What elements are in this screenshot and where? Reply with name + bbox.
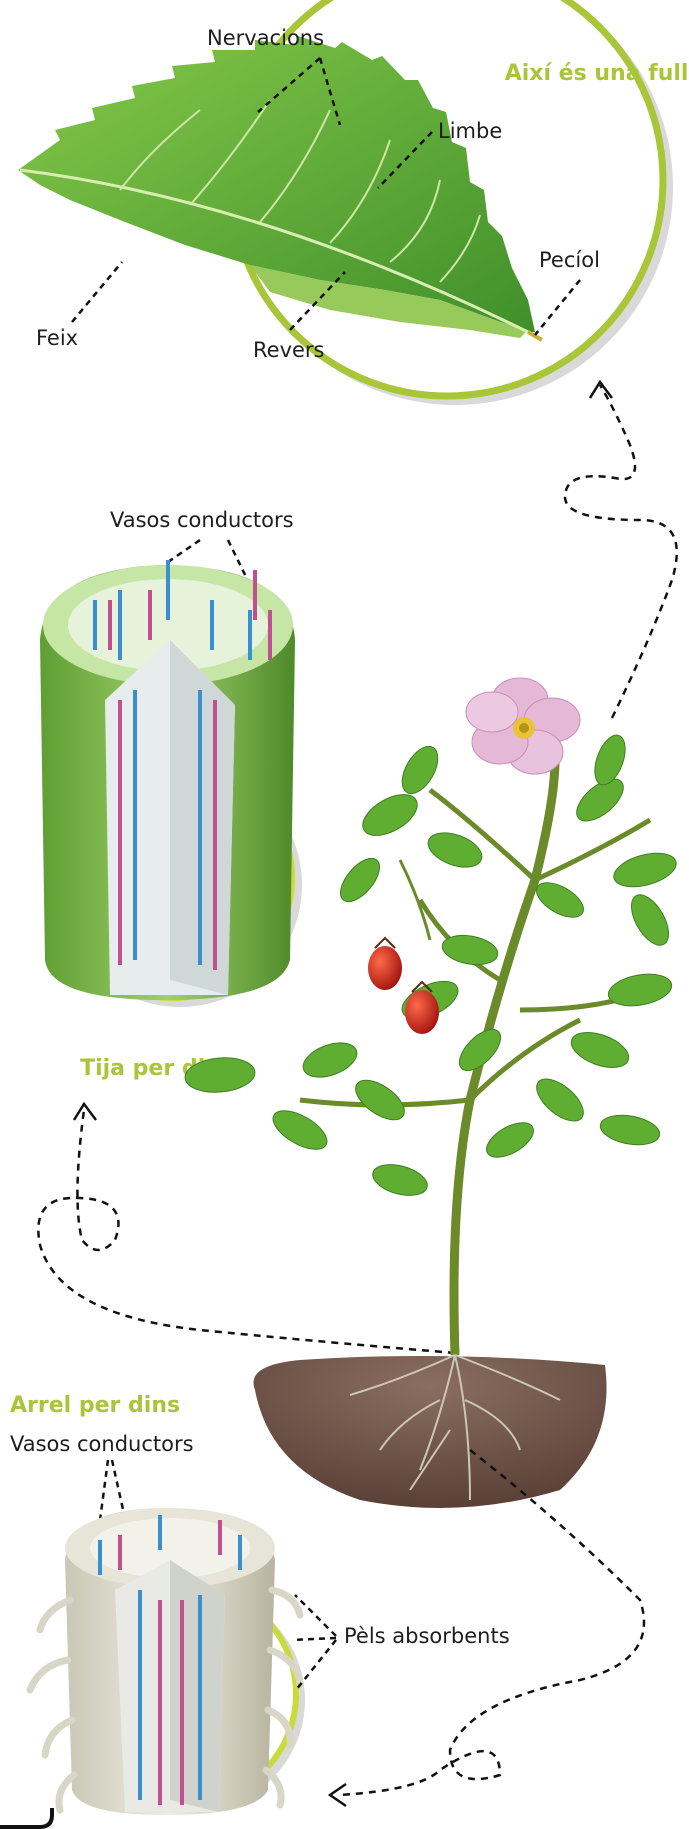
flow-arrow-to-stem [38,1104,455,1353]
soil-mound [253,1356,606,1508]
stem-label-vessels: Vasos conductors [110,508,294,532]
leaf-section: Així és una fulla Nervacions Limbe Pecío… [18,0,689,405]
label-limbe: Limbe [438,119,502,143]
label-feix: Feix [36,326,78,350]
pointer-feix [72,262,122,322]
stem-cross-section [40,560,295,1000]
flow-arrow-to-leaf [565,382,677,718]
leaf-title: Així és una fulla [505,61,689,86]
arrowhead-stem [74,1104,96,1120]
pointer-root-vessels-1 [100,1460,108,1520]
label-peciol: Pecíol [539,248,600,272]
frame-corner [0,1808,52,1827]
root-cross-section [30,1508,300,1815]
stem-section: Vasos conductors [40,508,302,1081]
pointer-root-hairs-2 [292,1638,336,1640]
label-revers: Revers [253,338,325,362]
label-nervacions: Nervacions [207,26,324,50]
arrowhead-leaf [590,382,612,398]
root-label-hairs: Pèls absorbents [344,1624,510,1648]
root-label-vessels: Vasos conductors [10,1432,194,1456]
root-title: Arrel per dins [10,1393,180,1418]
rose-flower [466,678,580,774]
pointer-stem-vessels-1 [168,540,200,562]
